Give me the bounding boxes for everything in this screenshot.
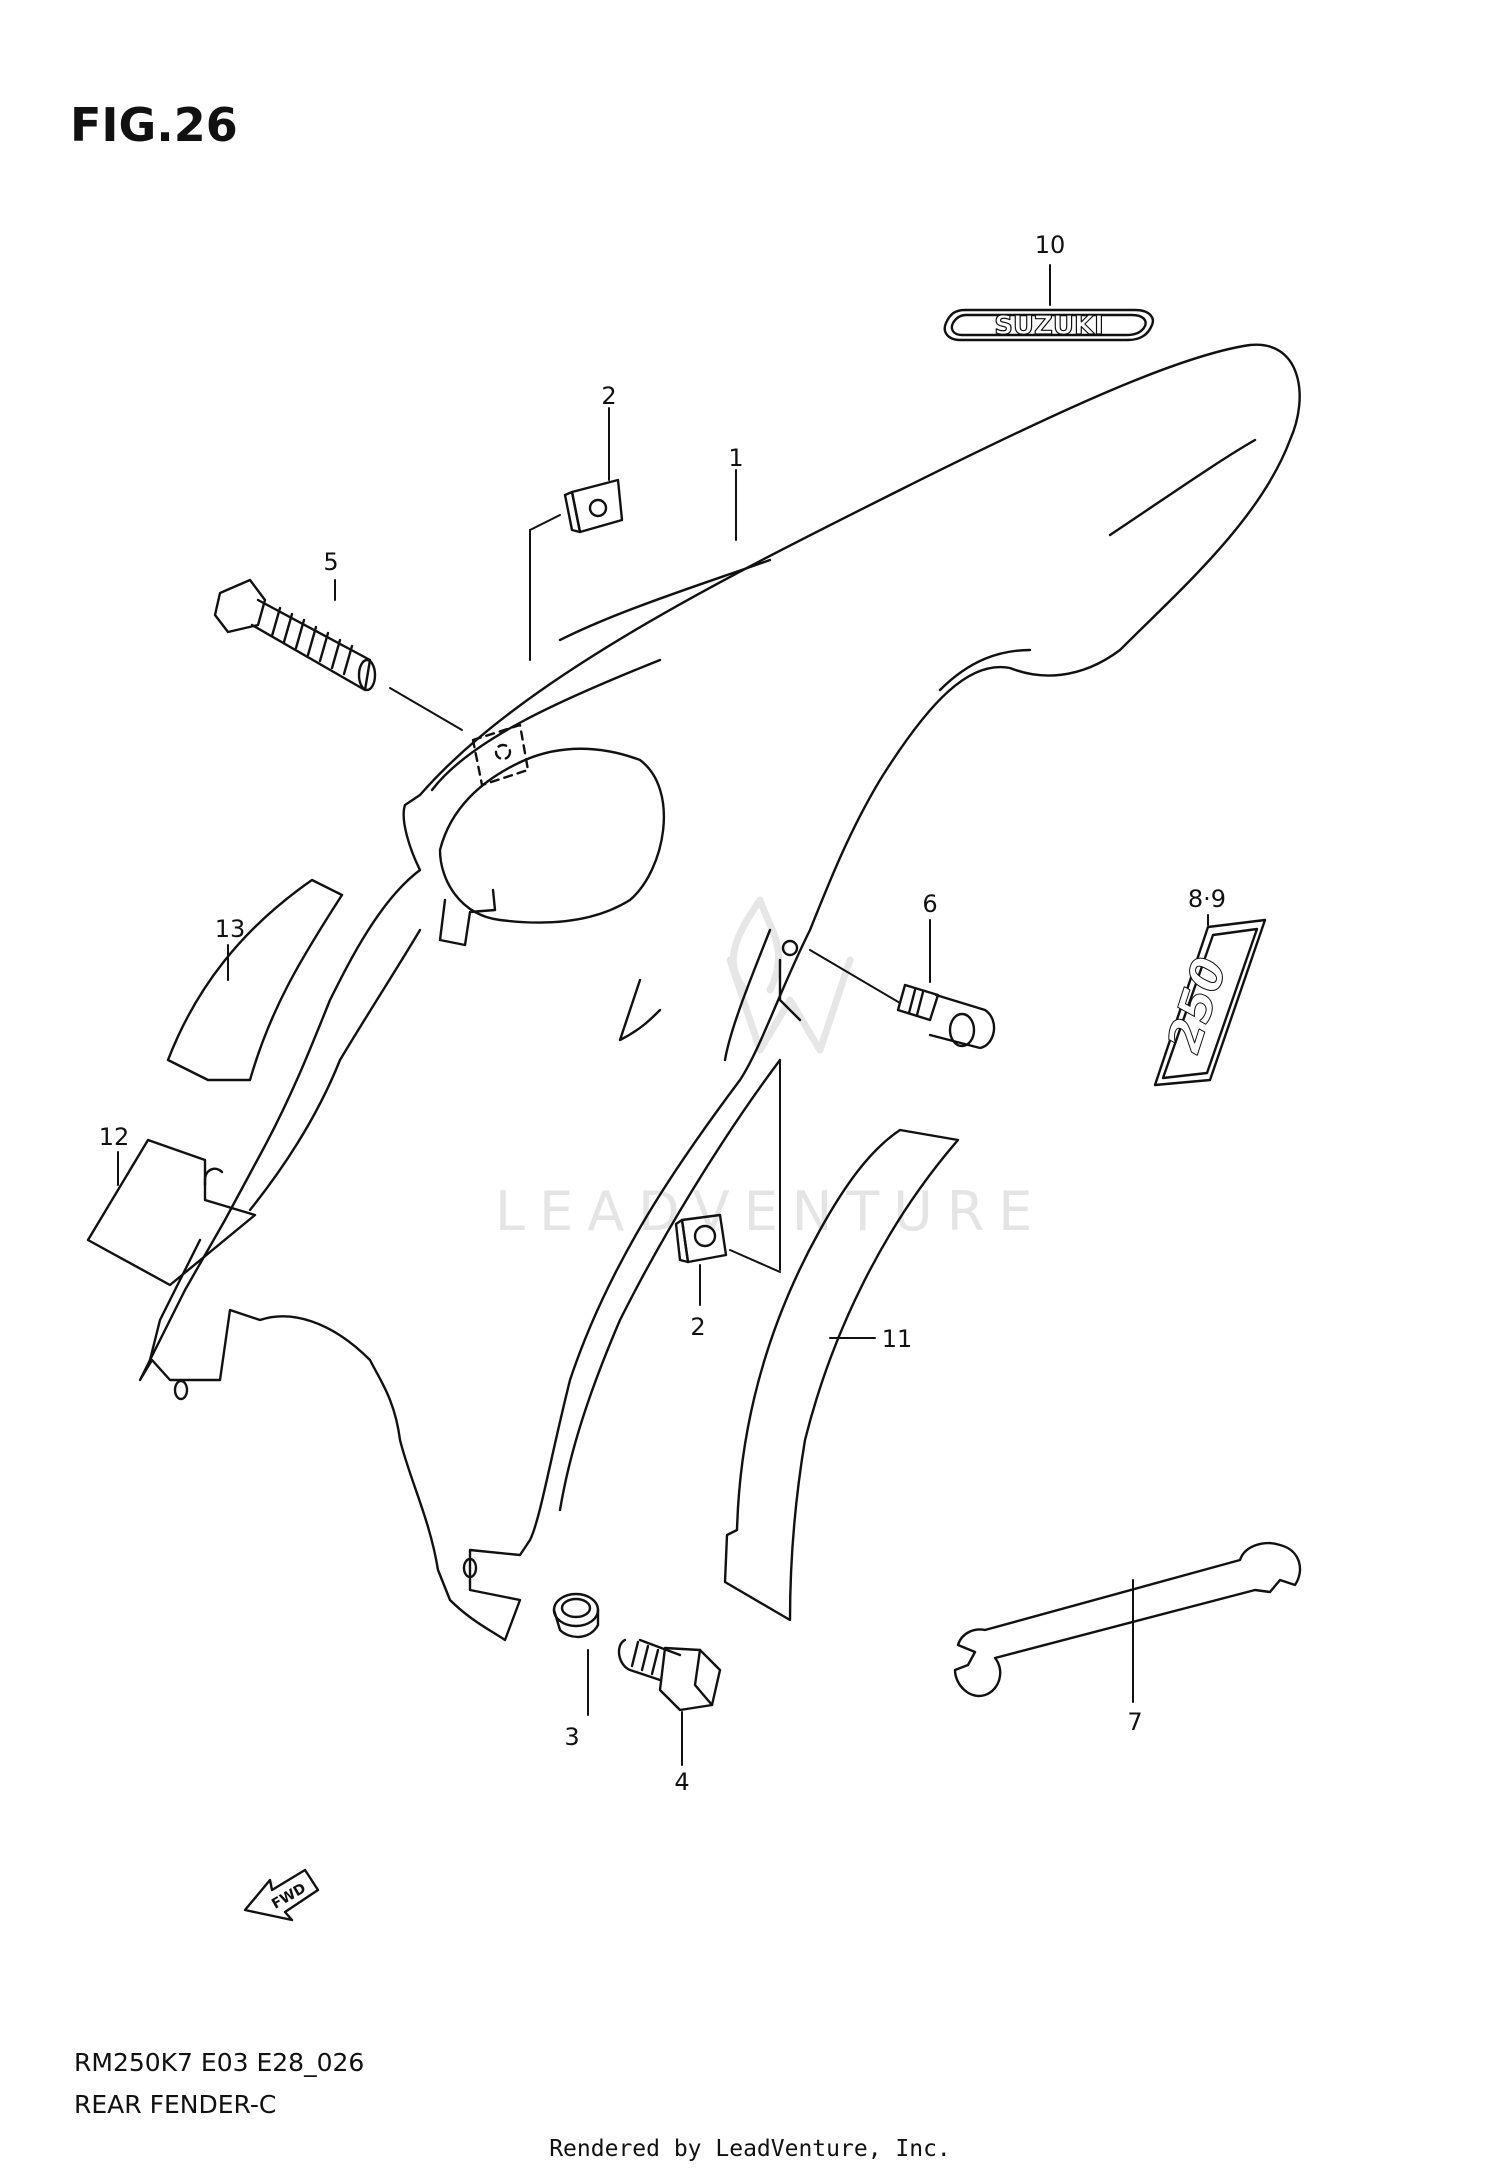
callout-labels: 1 2 2 3 4 5 6 7 8·9 10 11 12 13 <box>99 231 1226 1796</box>
callout-label-6: 6 <box>922 890 937 918</box>
callout-label-4: 4 <box>674 1768 689 1796</box>
suzuki-emblem-part-10[interactable]: SUZUKI <box>943 308 1154 342</box>
clip-nut-part-2-lower[interactable] <box>674 1213 728 1264</box>
watermark-text: LEADVENTURE <box>495 1180 1046 1243</box>
callout-label-13: 13 <box>215 915 246 943</box>
callout-label-3: 3 <box>564 1723 579 1751</box>
bolt-part-4[interactable] <box>617 1638 722 1712</box>
forward-arrow-text: FWD <box>269 1880 309 1912</box>
leader-lines <box>117 264 1209 1766</box>
callout-label-2b: 2 <box>690 1313 705 1341</box>
collar-part-3[interactable] <box>552 1592 600 1639</box>
forward-direction-arrow: FWD <box>243 1868 320 1922</box>
strip-part-12[interactable] <box>86 1138 257 1287</box>
figure-title: FIG.26 <box>70 98 238 152</box>
number-decal-part-8-9[interactable]: 250 <box>1153 918 1267 1087</box>
rendered-by-footer: Rendered by LeadVenture, Inc. <box>549 2136 951 2162</box>
bolt-part-5[interactable] <box>213 578 377 692</box>
clip-nut-part-2-upper[interactable] <box>563 478 624 534</box>
emblem-text: SUZUKI <box>994 311 1104 341</box>
callout-label-10: 10 <box>1035 231 1066 259</box>
callout-label-8-9: 8·9 <box>1188 885 1226 913</box>
bolt-part-6[interactable] <box>896 983 996 1050</box>
callout-label-11: 11 <box>882 1325 913 1353</box>
callout-label-2a: 2 <box>601 382 616 410</box>
strip-part-13[interactable] <box>166 878 344 1082</box>
rear-fender-part-1[interactable] <box>138 343 1301 1642</box>
callout-label-7: 7 <box>1127 1708 1142 1736</box>
group-name: REAR FENDER-C <box>74 2090 277 2119</box>
callout-label-12: 12 <box>99 1123 130 1151</box>
callout-label-5: 5 <box>323 548 338 576</box>
strip-part-11[interactable] <box>723 1128 960 1622</box>
callout-label-1: 1 <box>728 444 743 472</box>
mounting-plate-dashed-outline <box>471 723 530 787</box>
leadventure-watermark-logo <box>726 896 854 1054</box>
wrench-tool-part-7[interactable] <box>953 1541 1302 1698</box>
number-decal-text: 250 <box>1156 951 1237 1059</box>
model-code: RM250K7 E03 E28_026 <box>74 2048 365 2077</box>
